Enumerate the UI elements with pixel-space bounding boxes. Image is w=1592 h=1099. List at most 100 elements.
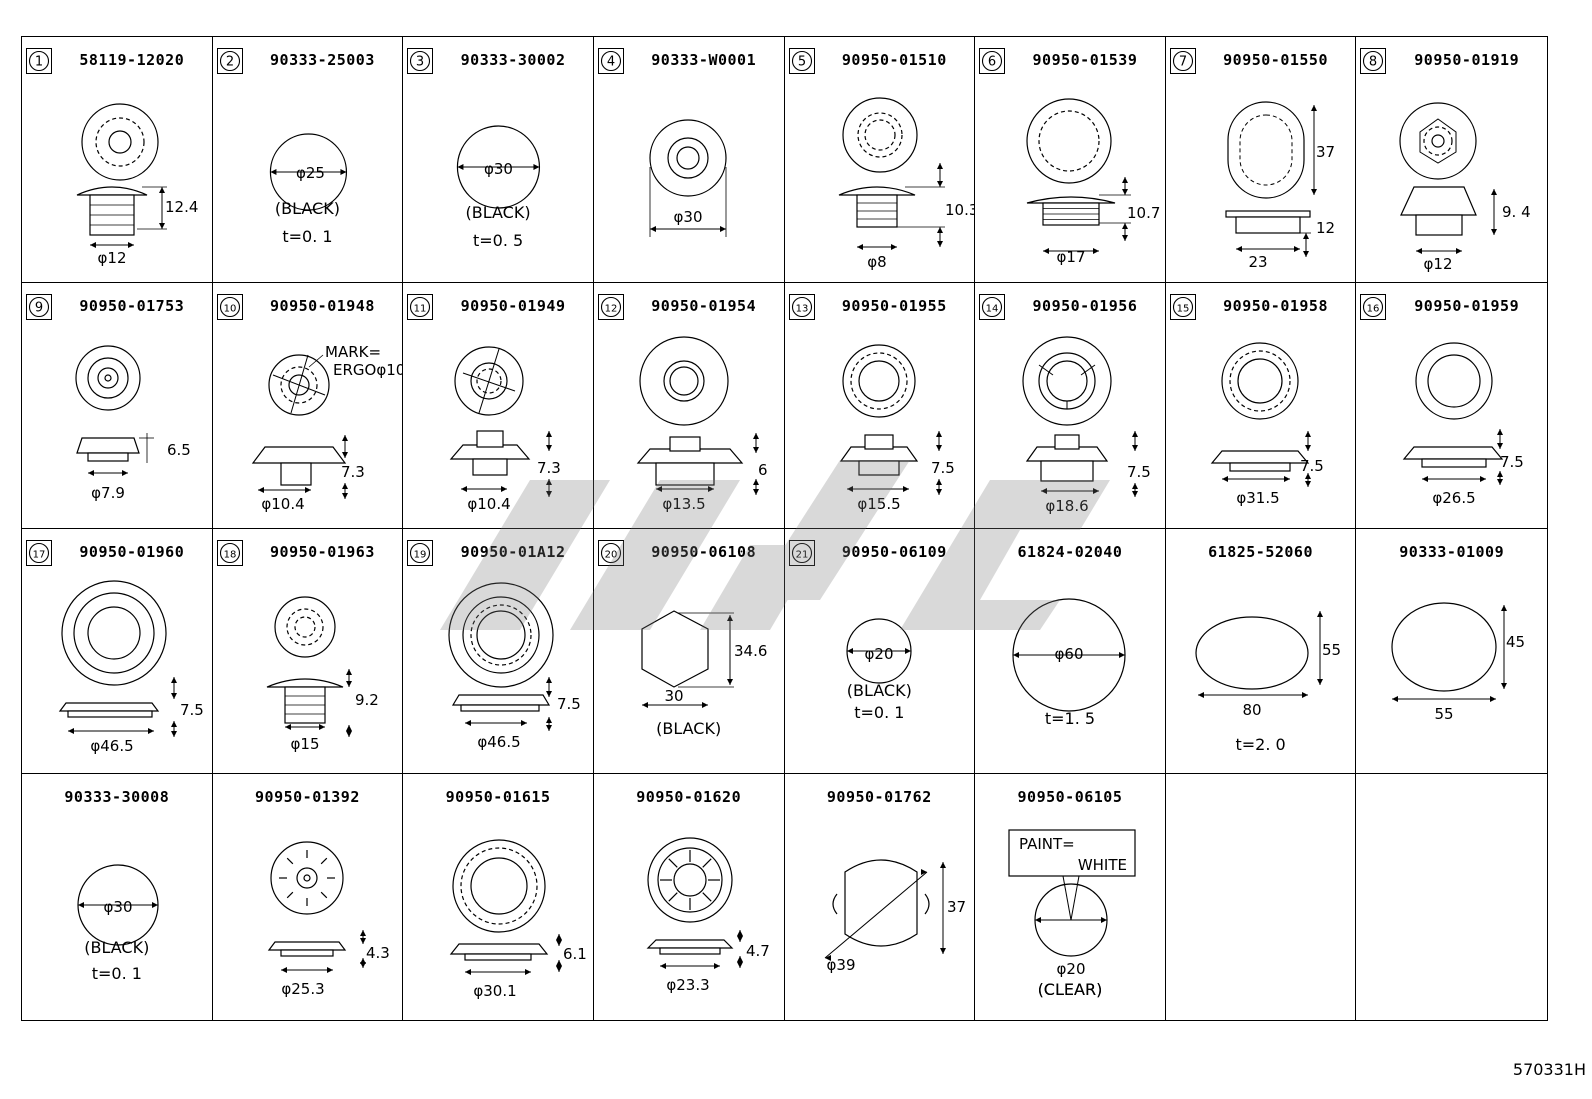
mark-label: PAINT= bbox=[1019, 835, 1075, 853]
item-number: 10 bbox=[223, 303, 236, 314]
part-number: 90950-01963 bbox=[270, 542, 375, 561]
item-number: 15 bbox=[1176, 303, 1189, 314]
thickness-note: t=1. 5 bbox=[1044, 708, 1096, 728]
item-number-badge: 19 bbox=[407, 539, 434, 566]
item-number: 16 bbox=[1367, 303, 1380, 314]
dim-diameter: φ30.1 bbox=[474, 982, 517, 1000]
item-number: 21 bbox=[795, 549, 808, 560]
dim-height: 7.5 bbox=[557, 695, 581, 713]
dim-diameter: φ18.6 bbox=[1045, 497, 1088, 515]
part-number: 90333-30008 bbox=[64, 788, 170, 807]
item-number-badge: 14 bbox=[979, 293, 1006, 320]
dim-diameter: φ7.9 bbox=[91, 484, 125, 502]
thickness-note: t=0. 1 bbox=[91, 964, 142, 984]
item-number: 3 bbox=[416, 55, 424, 70]
drawing-reference: 570331H bbox=[1512, 1060, 1586, 1079]
mark-value: ERGOφ10 bbox=[333, 361, 404, 379]
dim-height: 7.3 bbox=[537, 459, 561, 477]
item-number-badge: 17 bbox=[26, 539, 52, 566]
part-number: 61824-02040 bbox=[1017, 542, 1123, 561]
dim-diameter: φ30 bbox=[673, 208, 702, 226]
item-number: 7 bbox=[1179, 55, 1187, 70]
item-number: 19 bbox=[414, 549, 427, 560]
dim-diameter: φ20 bbox=[864, 645, 893, 663]
dim-diameter: φ15.5 bbox=[857, 495, 900, 513]
part-number: 58119-12020 bbox=[79, 51, 185, 69]
dim-diameter: φ60 bbox=[1055, 645, 1084, 663]
color-note: (BLACK) bbox=[84, 938, 150, 958]
dim-width: 80 bbox=[1242, 701, 1261, 719]
item-number: 1 bbox=[35, 55, 43, 70]
item-number-badge: 12 bbox=[597, 293, 624, 320]
dim-depth: 12 bbox=[1316, 219, 1335, 237]
dim-diameter: φ20 bbox=[1057, 960, 1086, 978]
dim-height: 7.5 bbox=[180, 701, 204, 719]
item-number-badge: 5 bbox=[788, 48, 815, 74]
dim-height: 10.3 bbox=[945, 201, 976, 219]
part-drawing: 7.5 φ46.5 bbox=[448, 581, 581, 751]
dim-height: 9. 4 bbox=[1502, 203, 1531, 221]
dim-height: 7.5 bbox=[931, 459, 955, 477]
dim-diameter: φ46.5 bbox=[478, 733, 521, 751]
item-number-badge: 4 bbox=[597, 48, 624, 74]
dim-height: 4.7 bbox=[746, 942, 770, 960]
part-drawing: 7.5 φ15.5 bbox=[839, 344, 955, 513]
part-number: 90950-01753 bbox=[79, 296, 185, 315]
dim-diameter: φ13.5 bbox=[662, 495, 705, 513]
part-drawing bbox=[1356, 774, 1547, 1020]
dim-height: 7.5 bbox=[1300, 457, 1324, 475]
thickness-note: t=2. 0 bbox=[1235, 734, 1286, 754]
item-number-badge: 11 bbox=[407, 293, 434, 320]
part-number: 90950-01955 bbox=[841, 296, 947, 315]
dim-diameter: φ25.3 bbox=[281, 980, 324, 998]
thickness-note: t=0. 5 bbox=[472, 231, 524, 250]
part-number: 90950-01959 bbox=[1414, 296, 1520, 315]
dim-height: 12.4 bbox=[165, 198, 198, 216]
dim-diameter: φ31.5 bbox=[1236, 489, 1279, 507]
item-number: 6 bbox=[988, 55, 996, 70]
part-number: 90950-01954 bbox=[651, 296, 757, 315]
dim-height: 7.3 bbox=[341, 463, 365, 481]
color-note: (BLACK) bbox=[274, 199, 340, 218]
dim-diameter: φ26.5 bbox=[1433, 489, 1476, 507]
thickness-note: t=0. 1 bbox=[282, 227, 333, 246]
dim-height: 6 bbox=[758, 461, 768, 479]
dim-height: 10.7 bbox=[1127, 204, 1160, 222]
part-number: 61825-52060 bbox=[1208, 542, 1313, 561]
dim-diameter: φ25 bbox=[296, 164, 325, 182]
part-number: 90950-01960 bbox=[79, 542, 185, 561]
dim-height: 7.5 bbox=[1127, 463, 1151, 481]
part-number: 90333-01009 bbox=[1399, 542, 1505, 561]
mark-label: MARK= bbox=[325, 343, 381, 361]
part-drawing: 6.5φ7.9 bbox=[75, 345, 191, 502]
part-cell: 61824-02040 φ60 t=1. 5 bbox=[975, 528, 1166, 775]
item-number-badge: 21 bbox=[788, 539, 815, 566]
dim-diameter: φ12 bbox=[98, 249, 127, 267]
dim-width: 30 bbox=[664, 687, 683, 705]
item-number: 4 bbox=[607, 55, 615, 70]
part-number: 90950-01948 bbox=[270, 296, 375, 315]
part-number: 90950-01392 bbox=[255, 788, 360, 807]
